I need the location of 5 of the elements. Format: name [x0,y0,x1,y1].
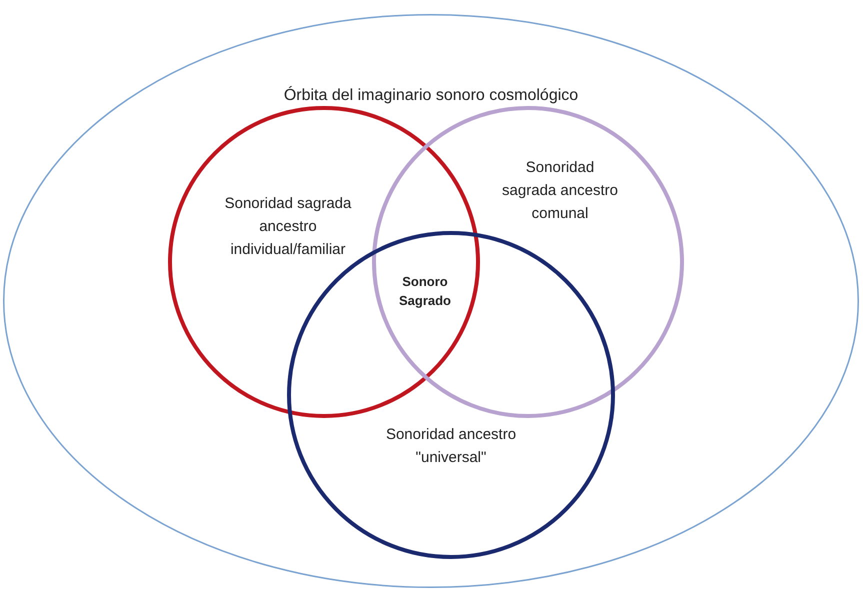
overlap-label: Sonoro Sagrado [398,273,452,310]
circle-label: Sonoridad sagrada ancestro comunal [501,158,619,224]
orbit-title: Órbita del imaginario sonoro cosmológico [282,85,580,106]
circle-label: Sonoridad ancestro "universal" [384,425,518,468]
circle-label: Sonoridad sagrada ancestro individual/familiar [224,194,352,260]
